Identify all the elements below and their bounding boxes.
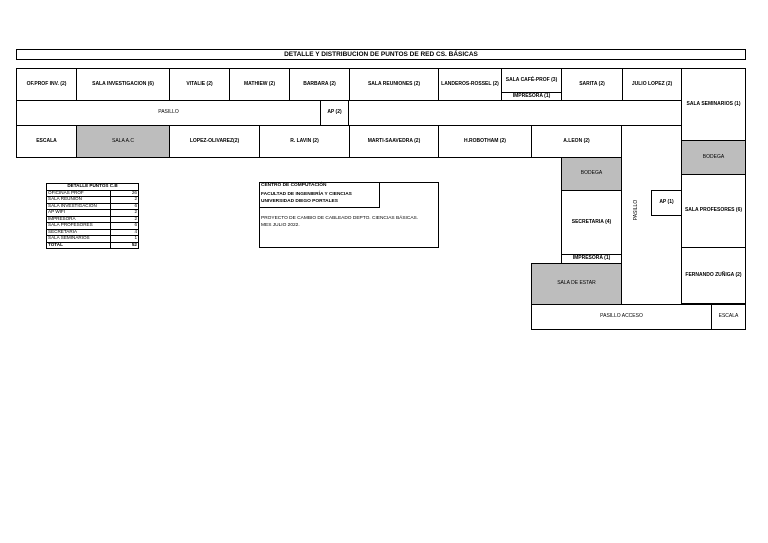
row-value: 52: [110, 241, 139, 249]
room-sala-de-estar: SALA DE ESTAR: [531, 263, 622, 305]
corridor-pasillo-acceso: PASILLO ACCESO: [531, 304, 712, 330]
room-sala-ac: SALA A.C: [76, 125, 170, 158]
info-university: UNIVERSIDAD DIEGO PORTALES: [261, 199, 338, 204]
room-bodega-mid: BODEGA: [561, 157, 622, 191]
room-marti-saavedra: MARTI-SAAVEDRA (2): [349, 125, 439, 158]
room-r-lavin: R. LAVIN (2): [259, 125, 350, 158]
room-sala-seminarios: SALA SEMINARIOS (1): [681, 68, 746, 141]
corridor-vertical-label: PASILLO: [633, 199, 639, 221]
corridor-pasillo: PASILLO: [16, 100, 321, 126]
room-julio-lopez: JULIO LOPEZ (2): [622, 68, 682, 101]
access-point-top: AP (2): [320, 100, 349, 126]
access-point-mid: AP (1): [651, 190, 682, 216]
room-sala-reuniones: SALA REUNIONES (2): [349, 68, 439, 101]
room-mathiew: MATHIEW (2): [229, 68, 290, 101]
room-of-prof-inv: OF.PROF INV. (2): [16, 68, 77, 101]
info-faculty: FACULTAD DE INGENIERÍA Y CIENCIAS: [261, 192, 352, 197]
room-a-leon: A.LEON (2): [531, 125, 622, 158]
room-secretaria: SECRETARIA (4): [561, 190, 622, 255]
page-title: DETALLE Y DISTRIBUCION DE PUNTOS DE RED …: [16, 49, 746, 60]
row-label: TOTAL: [46, 241, 111, 249]
room-lopez-olivarez: LOPEZ-OLIVAREZ(2): [169, 125, 260, 158]
room-bodega-right: BODEGA: [681, 140, 746, 175]
room-fernando-zuniga: FERNANDO ZUÑIGA (2): [681, 247, 746, 304]
info-month: MES JULIO 2022.: [261, 223, 300, 228]
info-project: PROYECTO DE CAMBIO DE CABLEADO DEPTO. CI…: [261, 216, 419, 221]
room-escala-left: ESCALA: [16, 125, 77, 158]
room-vitalie: VITALIE (2): [169, 68, 230, 101]
room-sarita: SARITA (2): [561, 68, 623, 101]
corridor-blank: [348, 100, 682, 126]
info-header-box: [259, 182, 380, 208]
room-barbara: BARBARA (2): [289, 68, 350, 101]
room-sala-investigacion: SALA INVESTIGACION (6): [76, 68, 170, 101]
room-landeros-rossel: LANDEROS-ROSSEL (2): [438, 68, 502, 101]
info-center: CENTRO DE COMPUTACIÓN: [261, 183, 327, 188]
corridor-vertical: [621, 157, 682, 305]
room-sala-cafe-prof: SALA CAFÉ-PROF (3): [501, 68, 562, 93]
room-sala-profesores: SALA PROFESORES (6): [681, 174, 746, 248]
room-h-robotham: H.ROBOTHAM (2): [438, 125, 532, 158]
room-escala-right: ESCALA: [711, 304, 746, 330]
